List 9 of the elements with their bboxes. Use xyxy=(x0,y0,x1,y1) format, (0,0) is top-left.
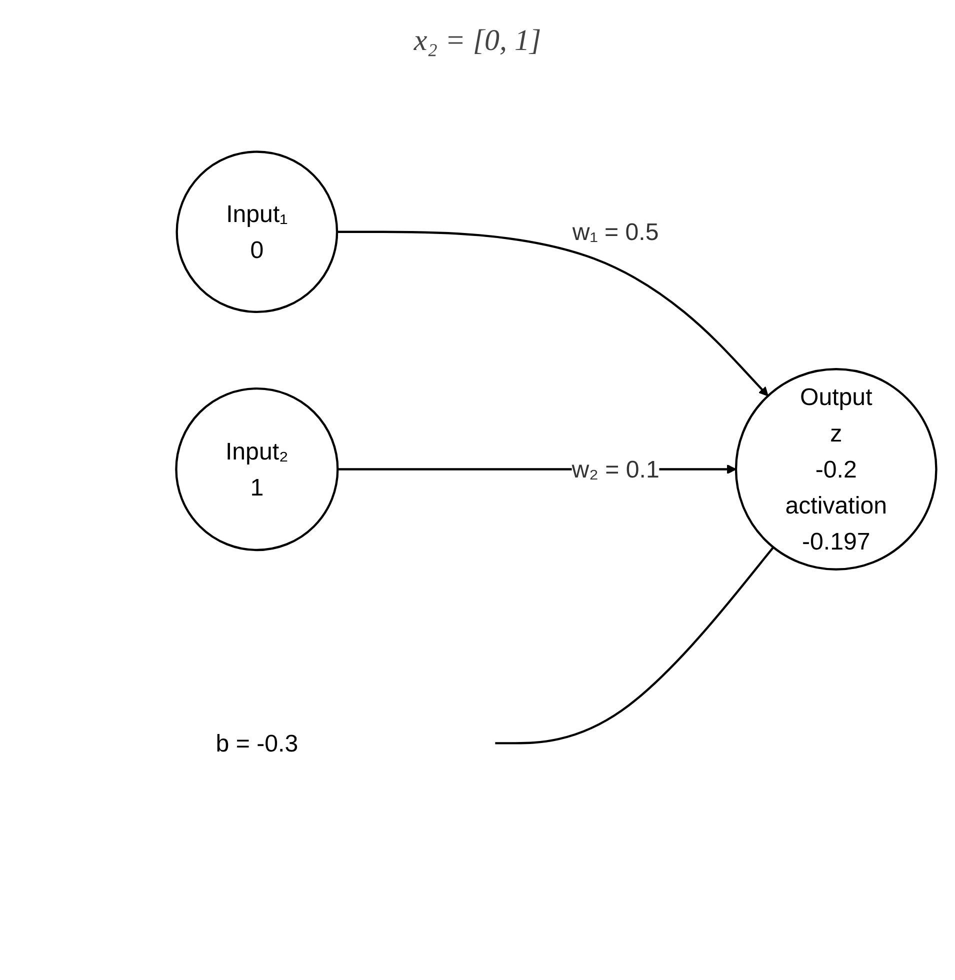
title: x₂ = [0, 1] xyxy=(412,24,542,58)
node-circle: Output z -0.2 activation -0.197 xyxy=(734,368,938,571)
edge-label: w₁ = 0.5 xyxy=(572,218,659,246)
node-circle: Input₁ 0 xyxy=(176,150,338,314)
node-circle: Input₂ 1 xyxy=(175,388,339,552)
connector xyxy=(495,546,774,744)
node-text: b = -0.3 xyxy=(216,730,298,758)
arrow xyxy=(337,231,768,397)
edge-label: w₂ = 0.1 xyxy=(572,456,660,484)
